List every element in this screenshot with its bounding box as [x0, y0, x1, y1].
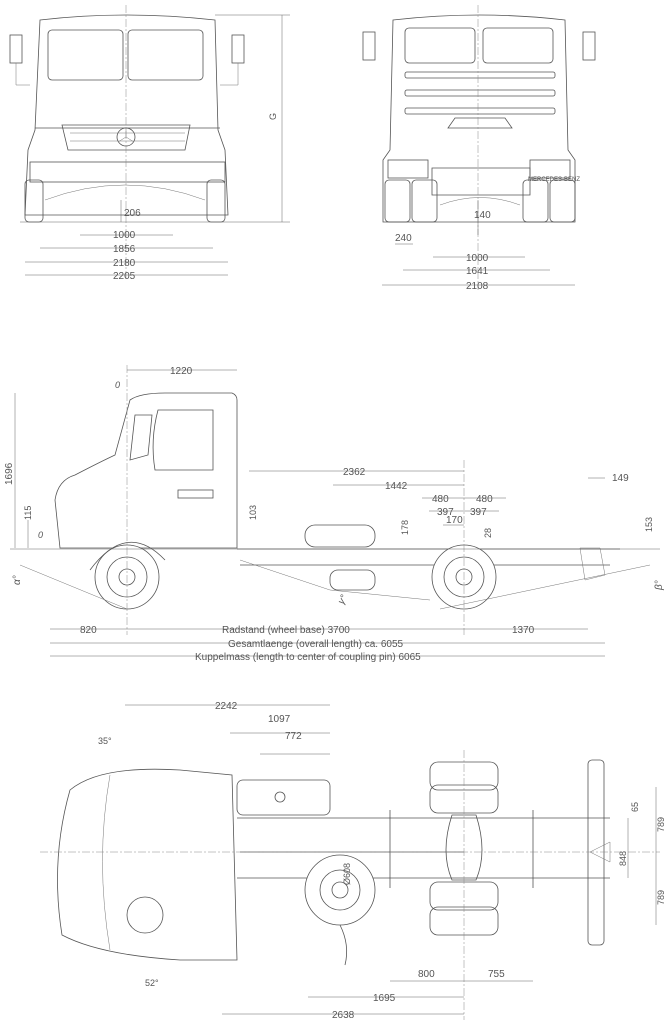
rear-brand-text: MERCEDES-BENZ — [528, 177, 580, 183]
dim-wheelbase: Radstand (wheel base) 3700 — [222, 625, 350, 636]
dim-2638: 2638 — [332, 1010, 355, 1021]
dim-front-track: 1856 — [113, 244, 136, 255]
dim-2362: 2362 — [343, 467, 366, 478]
dim-772: 772 — [285, 731, 302, 742]
dim-1442: 1442 — [385, 481, 408, 492]
dim-front-body-width: 2180 — [113, 258, 136, 269]
dim-front-height: 115 — [23, 506, 33, 520]
angle-ramp: γ° — [336, 593, 350, 606]
datum-front-label: 0 — [38, 530, 43, 540]
angle-alpha: α° — [12, 575, 23, 585]
rear-view: MERCEDES-BENZ 140 240 1000 1641 2108 — [362, 5, 596, 292]
dim-178: 178 — [400, 520, 410, 535]
dim-789-top: 789 — [656, 817, 666, 832]
dim-65: 65 — [630, 802, 640, 812]
dim-480-rear: 480 — [476, 494, 493, 505]
dim-frame-height: 1696 — [4, 462, 15, 485]
plan-view: 2242 1097 772 35° 52° Ø608 800 755 1695 … — [40, 701, 666, 1021]
dim-103: 103 — [248, 505, 258, 520]
angle-beta: β° — [654, 580, 665, 591]
dim-rear-overhang: 1370 — [512, 625, 535, 636]
dim-rear-tire-width: 240 — [395, 233, 412, 244]
dim-800: 800 — [418, 969, 435, 980]
dim-755: 755 — [488, 969, 505, 980]
dim-170: 170 — [446, 515, 463, 526]
angle-35: 35° — [98, 736, 112, 746]
dim-coupling-length: Kuppelmass (length to center of coupling… — [195, 652, 421, 663]
dim-cab-length: 1220 — [170, 366, 193, 377]
dim-1695: 1695 — [373, 993, 396, 1004]
dim-front-ground-clearance: 206 — [124, 208, 141, 219]
datum-top-label: 0 — [115, 380, 120, 390]
dim-848: 848 — [618, 851, 628, 866]
dim-overall-length: Gesamtlaenge (overall length) ca. 6055 — [228, 639, 404, 650]
dim-front-1000: 1000 — [113, 230, 136, 241]
angle-52: 52° — [145, 978, 159, 988]
dim-153: 153 — [644, 517, 654, 532]
dim-rear-overall-width: 2108 — [466, 281, 489, 292]
dim-28: 28 — [483, 528, 493, 538]
dim-rear-track: 1641 — [466, 266, 489, 277]
dim-front-overhang: 820 — [80, 625, 97, 636]
dim-front-height: G — [268, 113, 278, 120]
side-view: 1220 0 1696 115 0 2362 1442 480 480 397 … — [4, 365, 665, 663]
dim-149: 149 — [612, 473, 629, 484]
dim-397-rear: 397 — [470, 507, 487, 518]
dim-397-front: 397 — [437, 507, 454, 518]
wheel-diameter: Ø608 — [342, 863, 352, 885]
dim-rear-ground-clearance: 140 — [474, 210, 491, 221]
front-view: G 206 1000 1856 2180 2205 — [9, 5, 290, 282]
dim-789-bottom: 789 — [656, 890, 666, 905]
dim-front-mirror-width: 2205 — [113, 271, 136, 282]
dim-480-front: 480 — [432, 494, 449, 505]
dim-2242: 2242 — [215, 701, 238, 712]
dim-1097: 1097 — [268, 714, 291, 725]
dim-rear-1000: 1000 — [466, 253, 489, 264]
